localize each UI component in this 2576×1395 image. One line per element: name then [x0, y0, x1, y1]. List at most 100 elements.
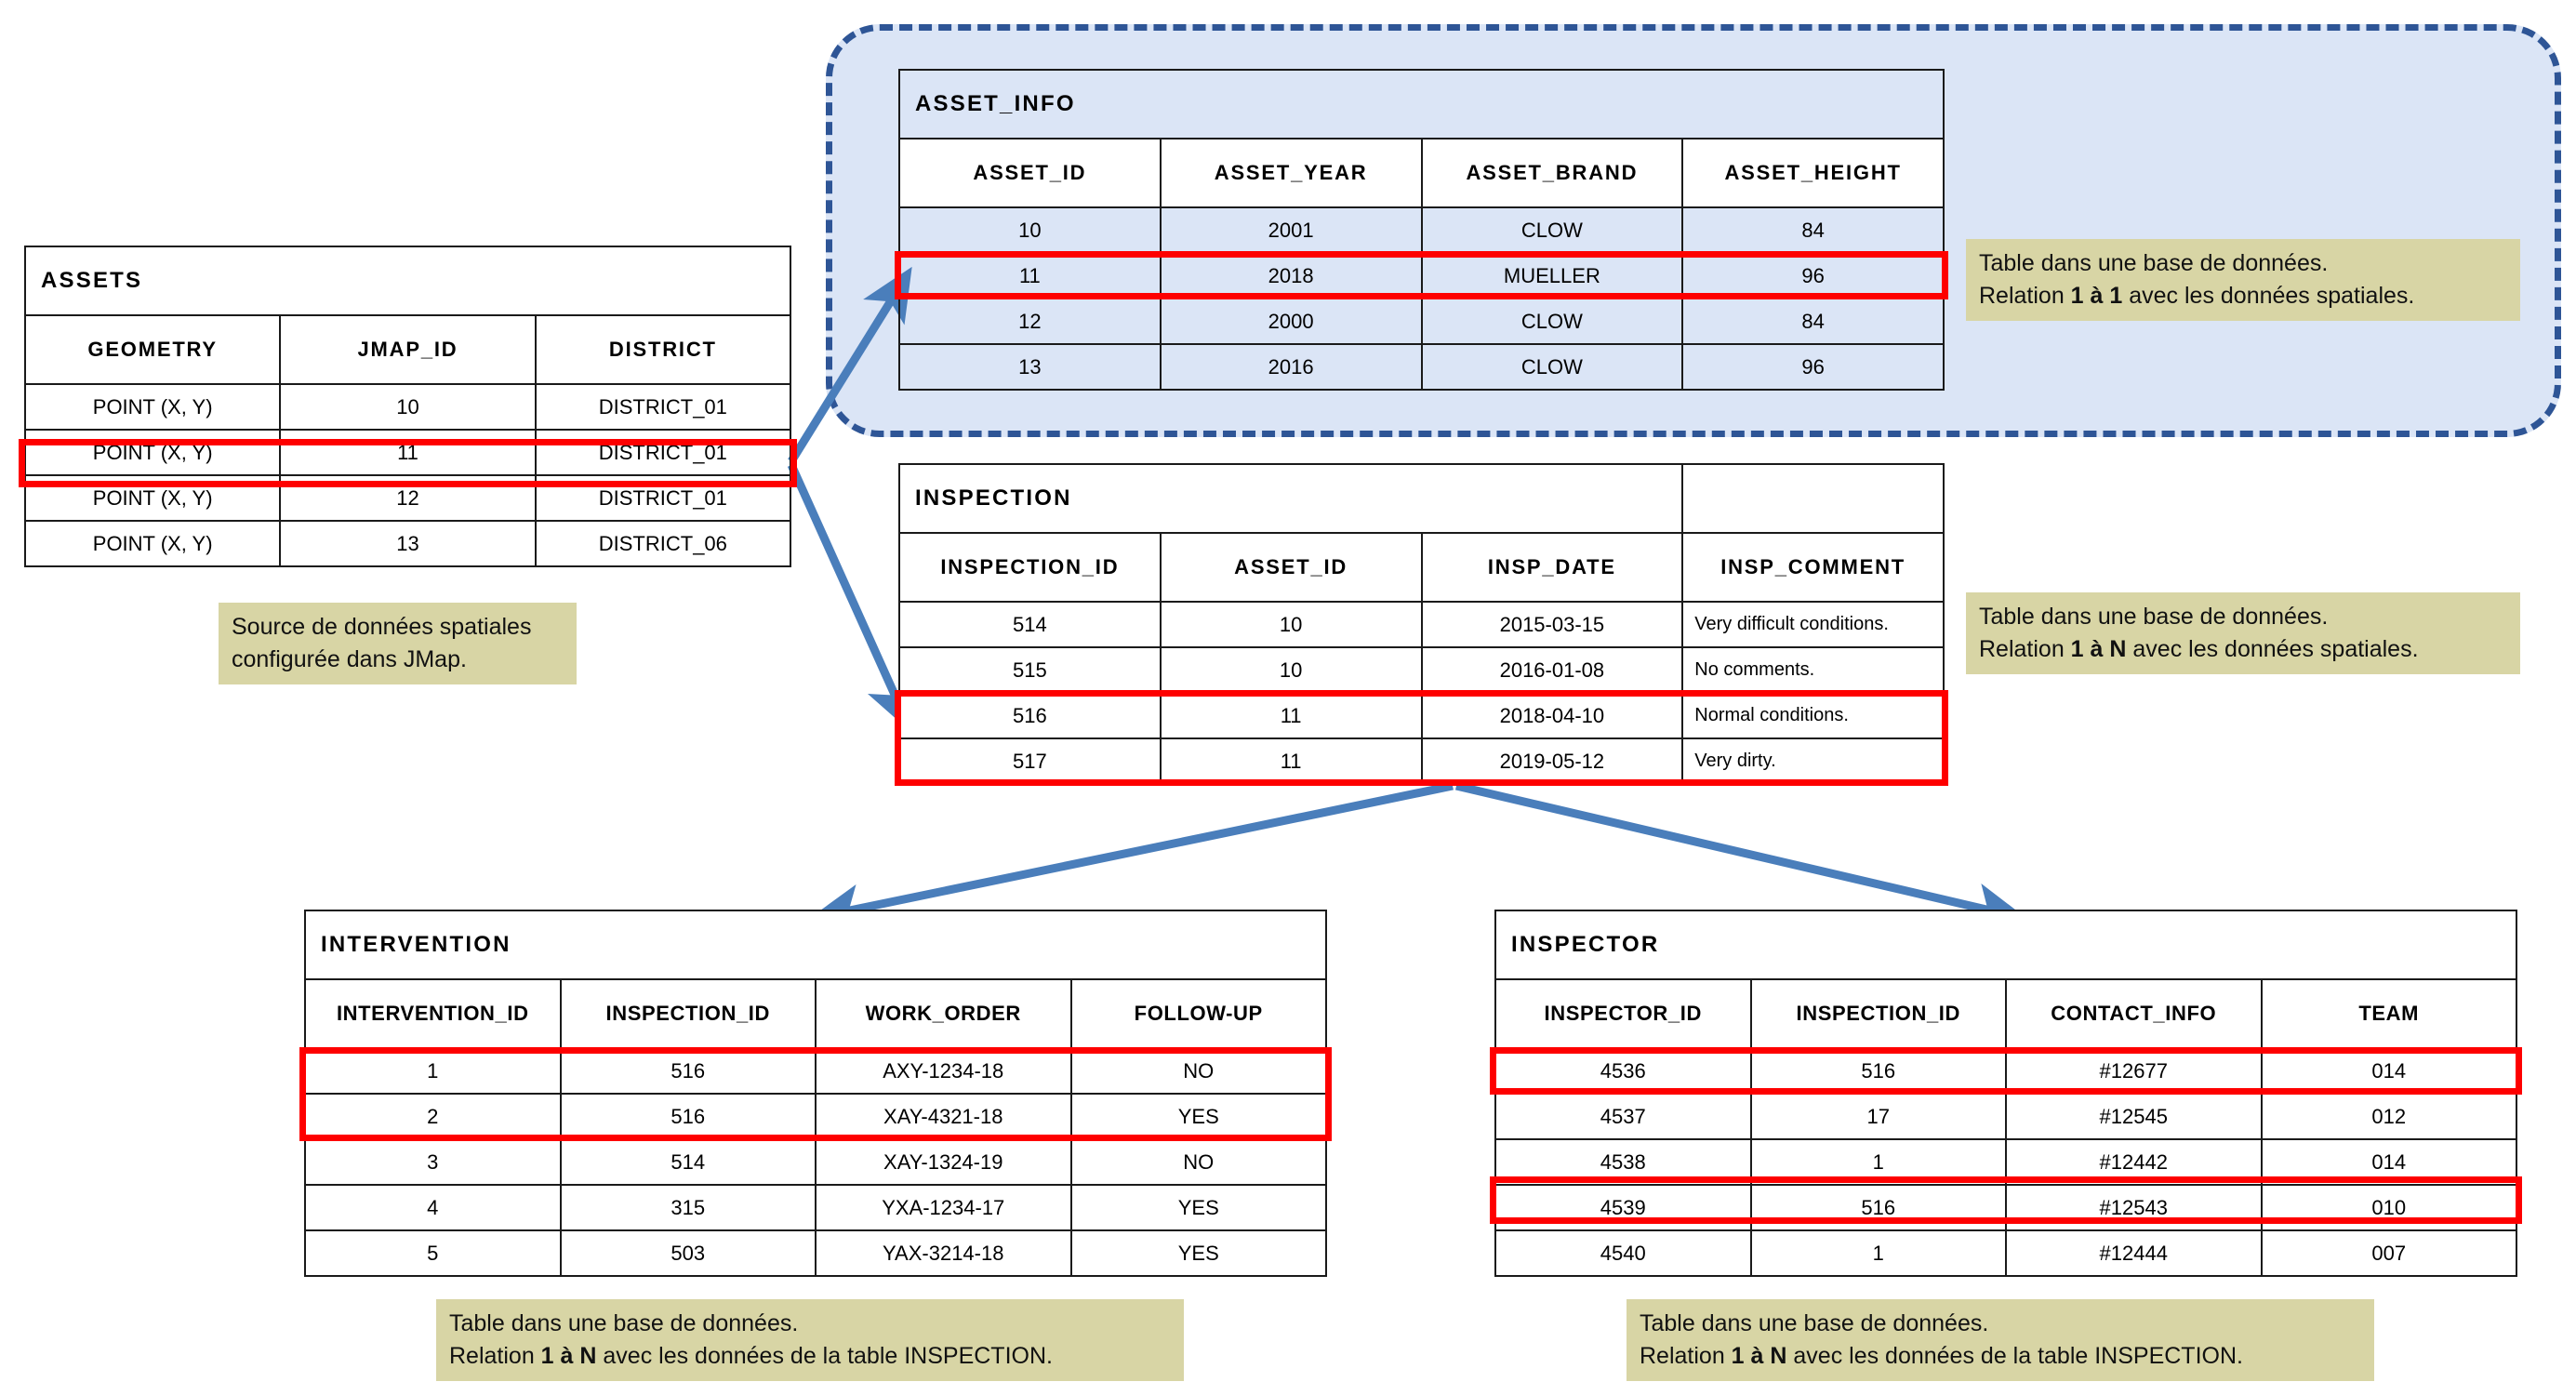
- assets-col-geometry: GEOMETRY: [23, 314, 282, 385]
- table-title-row: ASSET_INFO: [898, 69, 1945, 140]
- cell: CLOW: [1420, 343, 1684, 391]
- cell: 4: [304, 1184, 562, 1231]
- cell: 4537: [1494, 1093, 1752, 1140]
- cell: 2: [304, 1093, 562, 1140]
- intervention-note: Table dans une base de données. Relation…: [436, 1299, 1184, 1381]
- note-line-2-bold: 1 à N: [1731, 1342, 1787, 1369]
- cell: 514: [898, 601, 1162, 648]
- table-row: 13 2016 CLOW 96: [898, 343, 1945, 391]
- cell: 11: [898, 252, 1162, 299]
- cell: POINT (X, Y): [23, 383, 282, 431]
- table-title-row: INSPECTION: [897, 463, 1945, 534]
- cell: 4539: [1494, 1184, 1752, 1231]
- cell: #12444: [2005, 1229, 2263, 1277]
- cell: No comments.: [1681, 646, 1945, 694]
- arrow-inspection-to-intervention: [808, 781, 1454, 933]
- cell: 4540: [1494, 1229, 1752, 1277]
- cell: CLOW: [1420, 206, 1684, 254]
- cell: 2016-01-08: [1420, 646, 1684, 694]
- note-line-2-post: avec les données spatiales.: [2126, 635, 2419, 662]
- cell: 515: [898, 646, 1162, 694]
- cell: 2001: [1159, 206, 1423, 254]
- cell: 503: [559, 1229, 817, 1277]
- table-row: 4538 1 #12442 014: [1494, 1138, 2517, 1186]
- cell: 2015-03-15: [1420, 601, 1684, 648]
- table-row: 517 11 2019-05-12 Very dirty.: [898, 737, 1945, 785]
- note-line-2-pre: Relation: [1979, 282, 2071, 309]
- asset-info-col-asset-id: ASSET_ID: [898, 138, 1162, 208]
- cell: Normal conditions.: [1681, 692, 1945, 739]
- cell: YES: [1069, 1184, 1327, 1231]
- cell: #12545: [2005, 1093, 2263, 1140]
- note-line-1: Source de données spatiales: [232, 614, 532, 640]
- cell: 13: [898, 343, 1162, 391]
- cell: 014: [2260, 1138, 2517, 1186]
- table-row: 3 514 XAY-1324-19 NO: [304, 1138, 1327, 1186]
- cell: POINT (X, Y): [23, 429, 282, 476]
- table-row: POINT (X, Y) 13 DISTRICT_06: [23, 520, 792, 567]
- cell: MUELLER: [1420, 252, 1684, 299]
- inspection-title-spacer: [1681, 463, 1945, 534]
- note-line-2-bold: 1 à N: [540, 1342, 597, 1369]
- cell: CLOW: [1420, 298, 1684, 345]
- table-row: 5 503 YAX-3214-18 YES: [304, 1229, 1327, 1277]
- cell: 17: [1749, 1093, 2007, 1140]
- cell: YXA-1234-17: [815, 1184, 1072, 1231]
- asset-info-col-asset-height: ASSET_HEIGHT: [1681, 138, 1945, 208]
- cell: #12543: [2005, 1184, 2263, 1231]
- asset-info-col-asset-year: ASSET_YEAR: [1159, 138, 1423, 208]
- assets-col-jmap-id: JMAP_ID: [279, 314, 537, 385]
- cell: 012: [2260, 1093, 2517, 1140]
- table-row: 4540 1 #12444 007: [1494, 1229, 2517, 1277]
- cell: POINT (X, Y): [23, 520, 282, 567]
- cell: 516: [559, 1047, 817, 1095]
- asset-info-table: ASSET_INFO ASSET_ID ASSET_YEAR ASSET_BRA…: [898, 69, 1945, 391]
- inspection-note: Table dans une base de données. Relation…: [1966, 592, 2520, 674]
- table-row: 11 2018 MUELLER 96: [898, 252, 1945, 299]
- note-line-1: Table dans une base de données.: [449, 1310, 799, 1336]
- cell: 12: [898, 298, 1162, 345]
- cell: 11: [1159, 737, 1423, 785]
- intervention-col-work-order: WORK_ORDER: [815, 978, 1072, 1049]
- note-line-2-pre: Relation: [1640, 1342, 1732, 1369]
- cell: POINT (X, Y): [23, 474, 282, 522]
- assets-title: ASSETS: [24, 246, 791, 316]
- table-header-row: ASSET_ID ASSET_YEAR ASSET_BRAND ASSET_HE…: [898, 138, 1945, 208]
- table-row: 4536 516 #12677 014: [1494, 1047, 2517, 1095]
- cell: 11: [1159, 692, 1423, 739]
- cell: Very difficult conditions.: [1681, 601, 1945, 648]
- note-line-2-pre: Relation: [1979, 635, 2071, 662]
- inspection-col-asset-id: ASSET_ID: [1159, 532, 1423, 603]
- table-row: 12 2000 CLOW 84: [898, 298, 1945, 345]
- intervention-col-intervention-id: INTERVENTION_ID: [304, 978, 562, 1049]
- cell: XAY-1324-19: [815, 1138, 1072, 1186]
- cell: 5: [304, 1229, 562, 1277]
- table-header-row: INSPECTION_ID ASSET_ID INSP_DATE INSP_CO…: [898, 532, 1945, 603]
- note-line-2-post: avec les données de la table INSPECTION.: [596, 1342, 1053, 1369]
- cell: #12442: [2005, 1138, 2263, 1186]
- inspector-col-inspector-id: INSPECTOR_ID: [1494, 978, 1752, 1049]
- cell: NO: [1069, 1138, 1327, 1186]
- inspector-note: Table dans une base de données. Relation…: [1627, 1299, 2374, 1381]
- assets-table: ASSETS GEOMETRY JMAP_ID DISTRICT POINT (…: [23, 246, 792, 567]
- cell: 10: [1159, 646, 1423, 694]
- table-header-row: INSPECTOR_ID INSPECTION_ID CONTACT_INFO …: [1494, 978, 2517, 1049]
- cell: 3: [304, 1138, 562, 1186]
- note-line-2-bold: 1 à 1: [2070, 282, 2123, 309]
- cell: 12: [279, 474, 537, 522]
- cell: DISTRICT_01: [534, 429, 792, 476]
- cell: 514: [559, 1138, 817, 1186]
- inspection-col-insp-date: INSP_DATE: [1420, 532, 1684, 603]
- cell: 2016: [1159, 343, 1423, 391]
- cell: 13: [279, 520, 537, 567]
- cell: Very dirty.: [1681, 737, 1945, 785]
- cell: 2019-05-12: [1420, 737, 1684, 785]
- cell: 96: [1681, 343, 1945, 391]
- cell: 516: [559, 1093, 817, 1140]
- cell: 84: [1681, 206, 1945, 254]
- asset-info-title: ASSET_INFO: [898, 69, 1945, 140]
- cell: 010: [2260, 1184, 2517, 1231]
- note-line-2-post: avec les données de la table INSPECTION.: [1786, 1342, 2243, 1369]
- arrow-inspection-to-inspector: [1454, 781, 2028, 931]
